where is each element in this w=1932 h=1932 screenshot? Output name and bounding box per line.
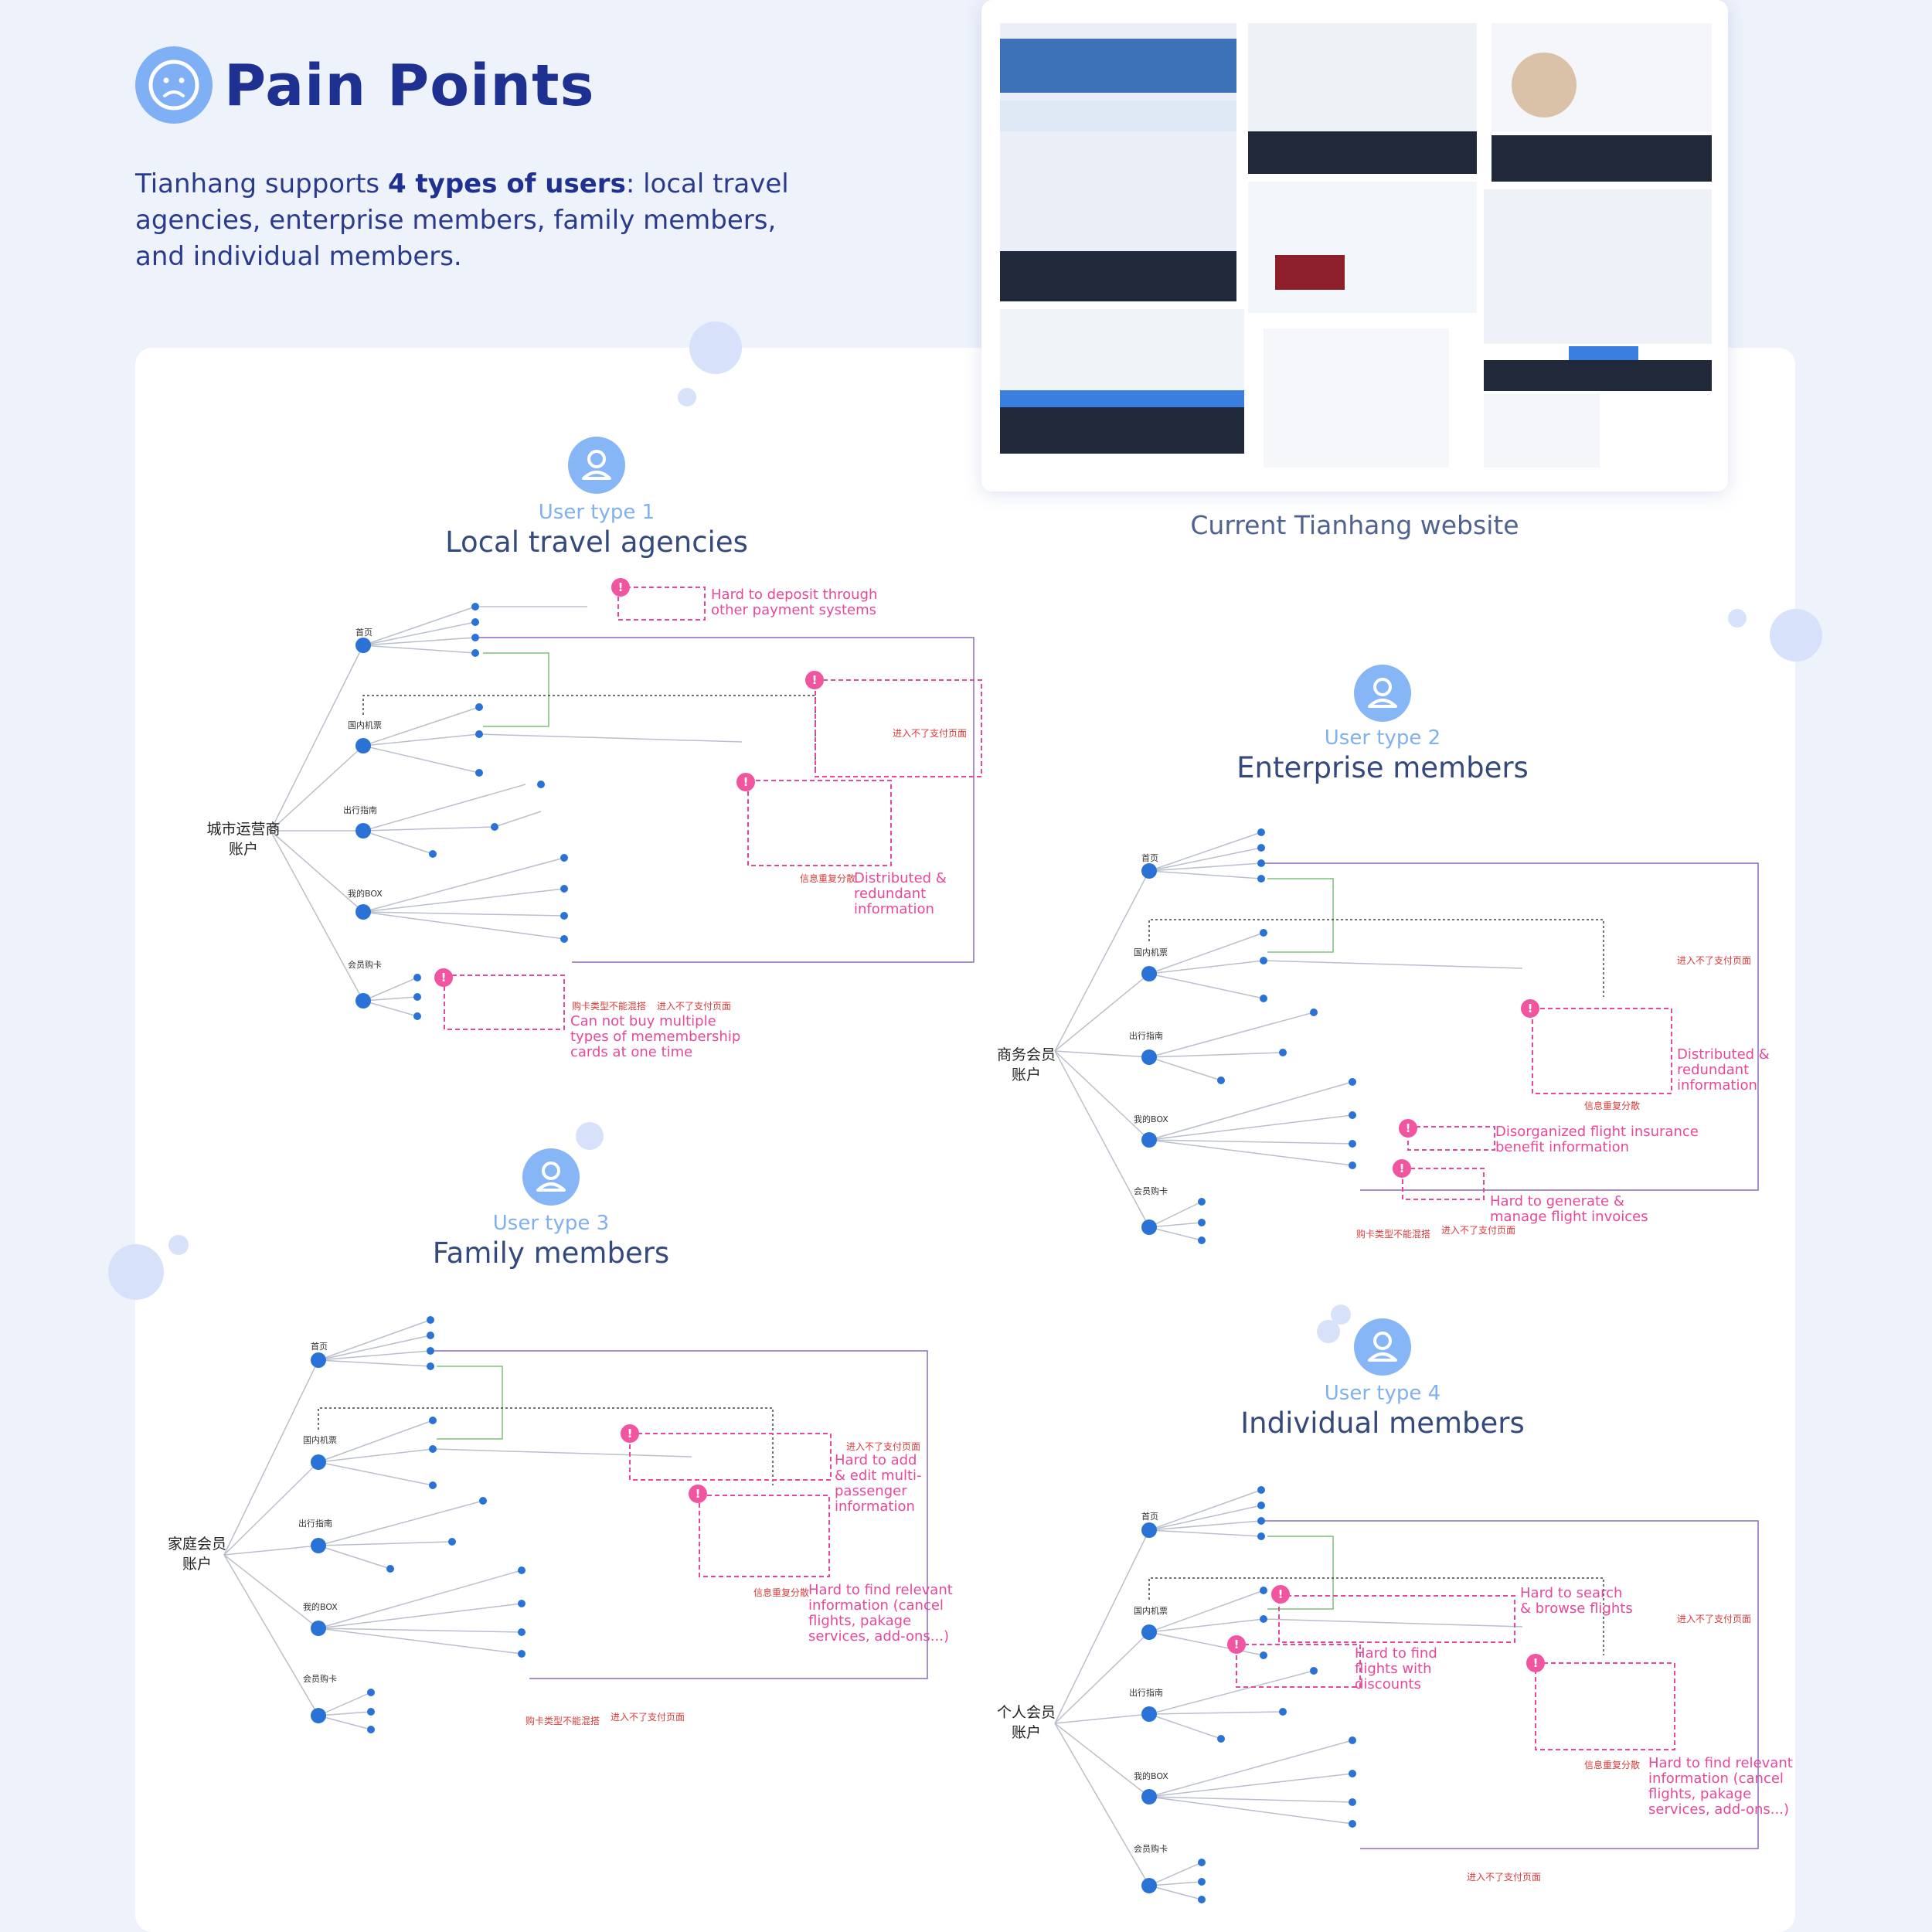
svg-text:!: !: [441, 971, 447, 985]
root-node-label: 商务会员账户: [996, 1046, 1056, 1083]
pain-point: Hard to add & edit multi-passenger infor…: [835, 1452, 922, 1515]
svg-text:!: !: [1528, 1002, 1533, 1015]
svg-text:我的BOX: 我的BOX: [1134, 1770, 1168, 1781]
svg-text:我的BOX: 我的BOX: [348, 888, 383, 899]
content-panel: [135, 348, 1795, 1932]
svg-text:我的BOX: 我的BOX: [303, 1601, 338, 1612]
pain-point: Hard to search & browse flights: [1520, 1585, 1633, 1617]
cn-note: 购卡类型不能混搭: [1356, 1229, 1431, 1240]
root-node-label: 家庭会员账户: [167, 1536, 226, 1573]
svg-text:!: !: [1400, 1162, 1405, 1175]
svg-text:!: !: [618, 580, 624, 594]
user-type-title: Local travel agencies: [445, 526, 748, 559]
cn-note: 信息重复分散: [800, 873, 856, 884]
website-screenshot: [981, 0, 1728, 492]
pain-point: Hard to find relevant information (cance…: [808, 1582, 953, 1645]
decor-bubble: [168, 1235, 189, 1255]
svg-text:出行指南: 出行指南: [343, 804, 377, 815]
svg-text:首页: 首页: [355, 627, 372, 638]
cn-note: 进入不了支付页面: [846, 1441, 921, 1452]
user-type-label: User type 1: [538, 501, 655, 524]
svg-text:国内机票: 国内机票: [303, 1434, 337, 1445]
svg-text:首页: 首页: [1141, 852, 1158, 863]
cn-note: 进入不了支付页面: [1677, 955, 1752, 966]
user-icon: [1354, 1318, 1411, 1376]
svg-text:国内机票: 国内机票: [348, 719, 382, 730]
svg-text:!: !: [1234, 1638, 1240, 1651]
intro-text: Tianhang supports 4 types of users: loca…: [135, 168, 789, 272]
svg-text:出行指南: 出行指南: [1129, 1687, 1163, 1698]
cn-note: 信息重复分散: [1584, 1760, 1641, 1770]
cn-note: 进入不了支付页面: [611, 1712, 685, 1723]
user-type-label: User type 2: [1324, 726, 1441, 750]
decor-bubble: [1317, 1320, 1340, 1343]
svg-text:!: !: [696, 1487, 701, 1501]
svg-text:!: !: [812, 673, 818, 687]
user-icon: [1354, 665, 1411, 722]
cn-note: 进入不了支付页面: [1441, 1225, 1516, 1236]
page-title: Pain Points: [224, 53, 595, 119]
user-icon: [522, 1148, 580, 1206]
user-type-title: Enterprise members: [1236, 751, 1529, 784]
cn-note: 购卡类型不能混搭: [526, 1716, 600, 1726]
svg-text:首页: 首页: [311, 1341, 328, 1352]
cn-note: 信息重复分散: [1584, 1100, 1641, 1111]
pain-point: Hard to generate & manage flight invoice…: [1490, 1193, 1648, 1225]
user-icon: [568, 437, 625, 494]
svg-text:会员购卡: 会员购卡: [1134, 1185, 1168, 1196]
pain-point: Disorganized flight insurance benefit in…: [1495, 1124, 1699, 1155]
pain-point: Hard to find relevant information (cance…: [1648, 1755, 1793, 1818]
root-node-label: 城市运营商账户: [206, 821, 281, 858]
root-node-label: 个人会员账户: [996, 1704, 1056, 1741]
svg-text:!: !: [1278, 1587, 1284, 1601]
svg-text:国内机票: 国内机票: [1134, 1605, 1168, 1616]
cn-note: 进入不了支付页面: [893, 728, 968, 739]
user-type-label: User type 3: [492, 1212, 610, 1235]
pain-point: Hard to find flights with discounts: [1355, 1645, 1437, 1692]
pain-point: Hard to deposit through other payment sy…: [711, 587, 878, 618]
cn-note: 进入不了支付页面: [657, 1001, 732, 1012]
user-type-title: Family members: [432, 1236, 670, 1270]
svg-text:!: !: [1406, 1121, 1411, 1135]
user-type-title: Individual members: [1240, 1406, 1525, 1440]
pain-point: Can not buy multiple types of memembersh…: [570, 1013, 741, 1060]
cn-note: 信息重复分散: [753, 1587, 810, 1598]
decor-bubble: [689, 321, 742, 374]
svg-text:出行指南: 出行指南: [1129, 1030, 1163, 1041]
svg-text:出行指南: 出行指南: [298, 1518, 332, 1529]
svg-text:我的BOX: 我的BOX: [1134, 1114, 1168, 1124]
pain-point: Distributed & redundant information: [854, 870, 947, 917]
svg-text:会员购卡: 会员购卡: [1134, 1843, 1168, 1854]
svg-text:!: !: [628, 1427, 633, 1440]
website-caption: Current Tianhang website: [1190, 510, 1519, 540]
svg-text:会员购卡: 会员购卡: [303, 1673, 337, 1684]
decor-bubble: [678, 388, 696, 406]
svg-text:国内机票: 国内机票: [1134, 947, 1168, 957]
cn-note: 进入不了支付页面: [1677, 1614, 1752, 1624]
cn-note: 购卡类型不能混搭: [572, 1001, 647, 1012]
svg-text:会员购卡: 会员购卡: [348, 959, 382, 970]
decor-bubble: [1728, 609, 1747, 628]
svg-text:!: !: [743, 775, 749, 789]
pain-point: Distributed & redundant information: [1677, 1046, 1770, 1094]
sad-face-icon: [135, 46, 213, 124]
decor-bubble: [1770, 609, 1822, 662]
svg-text:首页: 首页: [1141, 1511, 1158, 1522]
cn-note: 进入不了支付页面: [1467, 1872, 1542, 1883]
user-type-label: User type 4: [1324, 1382, 1441, 1405]
decor-bubble: [108, 1244, 164, 1300]
decor-bubble: [576, 1122, 604, 1150]
svg-text:!: !: [1533, 1656, 1539, 1670]
